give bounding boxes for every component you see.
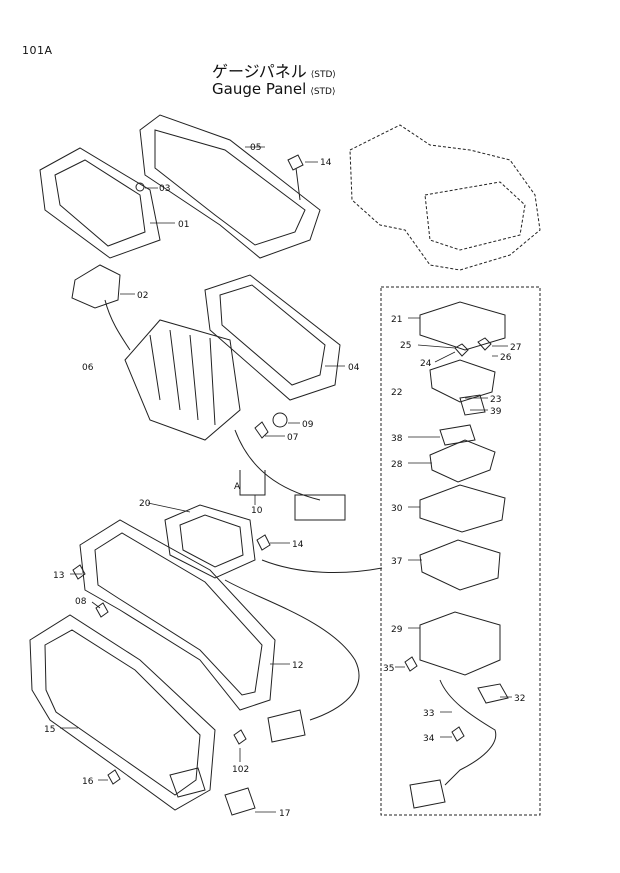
callout-20: 20 xyxy=(139,499,151,509)
callout-28: 28 xyxy=(391,460,403,470)
reference-a-line xyxy=(239,470,266,496)
part-14-screw-lower xyxy=(256,534,271,551)
part-34-screw xyxy=(451,726,465,742)
callout-32: 32 xyxy=(514,694,525,704)
callout-25: 25 xyxy=(400,341,411,351)
part-17-clamp xyxy=(169,767,206,798)
part-102-screw xyxy=(233,729,247,745)
machine-silhouette xyxy=(349,124,541,271)
part-14-screw-top xyxy=(287,154,304,201)
callout-30: 30 xyxy=(391,504,403,514)
part-01-cover xyxy=(39,147,161,259)
part-10-cable xyxy=(234,429,321,501)
part-02-wires xyxy=(104,299,131,351)
harness-long xyxy=(224,579,360,721)
part-29-housing xyxy=(419,611,501,676)
part-06-harness xyxy=(124,319,241,441)
callout-07: 07 xyxy=(287,433,298,443)
callout-15: 15 xyxy=(44,725,55,735)
part-30-board xyxy=(419,484,506,533)
part-03-bolt xyxy=(135,182,145,192)
title-japanese-suffix: ⟨STD⟩ xyxy=(310,70,336,80)
title-japanese: ゲージパネル⟨STD⟩ xyxy=(212,58,336,82)
callout-33: 33 xyxy=(423,709,434,719)
callout-17: 17 xyxy=(279,809,290,819)
part-38-parts xyxy=(439,424,476,446)
leader-curve-to-box xyxy=(261,559,383,574)
part-07-screw xyxy=(254,421,269,439)
callout-34: 34 xyxy=(423,734,435,744)
title-english: Gauge Panel⟨STD⟩ xyxy=(212,80,335,98)
part-16-screw xyxy=(107,769,121,785)
part-21-case xyxy=(419,301,506,351)
part-17-clip xyxy=(224,787,256,816)
part-02-switch xyxy=(71,264,121,309)
callout-01: 01 xyxy=(178,220,189,230)
part-12-bracket-inner xyxy=(94,532,263,696)
callout-35: 35 xyxy=(383,664,394,674)
callout-labels: 03 01 05 14 02 06 04 09 07 A 10 20 14 13… xyxy=(44,143,525,819)
callout-24: 24 xyxy=(420,359,432,369)
page-number: 101A xyxy=(22,44,53,57)
callout-27: 27 xyxy=(510,343,521,353)
part-09-grommet xyxy=(272,412,288,428)
part-28-board xyxy=(429,439,496,483)
callout-12: 12 xyxy=(292,661,303,671)
callout-03: 03 xyxy=(159,184,170,194)
part-23-39-parts xyxy=(459,394,486,416)
callout-102: 102 xyxy=(232,765,249,775)
title-english-text: Gauge Panel xyxy=(212,80,307,98)
callout-14-lower: 14 xyxy=(292,540,304,550)
title-english-suffix: ⟨STD⟩ xyxy=(310,87,336,97)
leader-lines xyxy=(60,146,512,813)
part-37-board xyxy=(419,539,501,591)
callout-02: 02 xyxy=(137,291,148,301)
part-04-housing xyxy=(204,274,341,401)
callout-16: 16 xyxy=(82,777,94,787)
part-08-screw xyxy=(95,602,109,618)
callout-04: 04 xyxy=(348,363,360,373)
callout-06: 06 xyxy=(82,363,94,373)
part-22-plate xyxy=(429,359,496,403)
callout-26: 26 xyxy=(500,353,512,363)
part-05-top-cover xyxy=(139,114,321,259)
part-15-lower-cover xyxy=(29,614,216,811)
callout-14-top: 14 xyxy=(320,158,332,168)
title-japanese-text: ゲージパネル xyxy=(212,62,307,81)
machine-silhouette-inner xyxy=(424,181,526,251)
box-connector xyxy=(409,779,446,809)
callout-13: 13 xyxy=(53,571,64,581)
part-12-bracket xyxy=(79,519,276,711)
callout-21: 21 xyxy=(391,315,402,325)
part-32-clamp xyxy=(477,683,509,704)
callout-09: 09 xyxy=(302,420,314,430)
callout-a: A xyxy=(234,482,241,492)
part-15-lower-cover-inner xyxy=(44,629,201,796)
connector-lower xyxy=(267,709,306,743)
exploded-view-box xyxy=(380,286,541,816)
part-25-27-bulbs xyxy=(454,337,492,357)
part-35-screw xyxy=(404,656,418,672)
callout-39: 39 xyxy=(490,407,502,417)
box-harness xyxy=(439,679,497,786)
callout-05: 05 xyxy=(250,143,261,153)
callout-08: 08 xyxy=(75,597,87,607)
part-05-top-cover-inner xyxy=(154,129,306,246)
callout-38: 38 xyxy=(391,434,403,444)
callout-29: 29 xyxy=(391,625,403,635)
part-06-harness-lines xyxy=(149,329,216,426)
part-04-housing-inner xyxy=(219,284,326,386)
callout-23: 23 xyxy=(490,395,501,405)
callout-37: 37 xyxy=(391,557,402,567)
part-13-screw xyxy=(72,564,86,580)
part-20-gauge-inner xyxy=(179,514,244,568)
callout-10: 10 xyxy=(251,506,263,516)
callout-22: 22 xyxy=(391,388,402,398)
part-01-cover-inner xyxy=(54,159,146,247)
part-10-connector xyxy=(294,494,346,521)
part-20-gauge xyxy=(164,504,256,579)
